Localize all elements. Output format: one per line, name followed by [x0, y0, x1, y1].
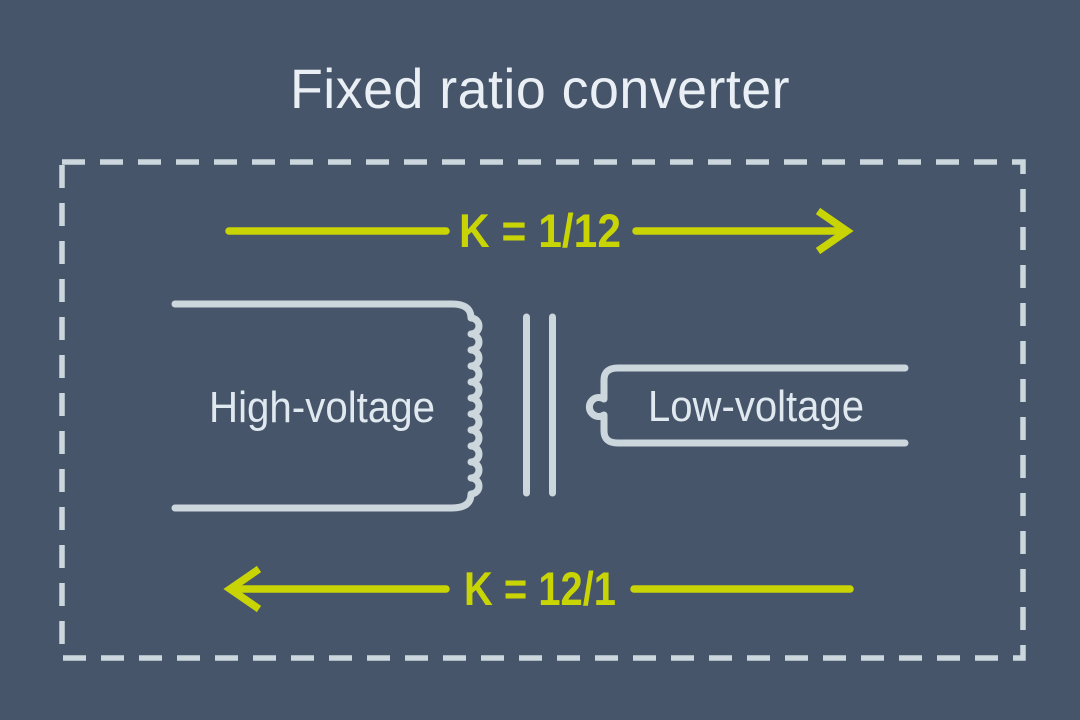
- bottom-arrow-label: K = 12/1: [464, 562, 616, 615]
- high-voltage-label: High-voltage: [209, 383, 435, 432]
- page-title: Fixed ratio converter: [290, 57, 790, 120]
- arrow-right-icon: [815, 207, 854, 255]
- top-arrow-label: K = 1/12: [459, 204, 621, 257]
- low-voltage-label: Low-voltage: [648, 382, 864, 431]
- low-voltage-winding: [585, 364, 909, 447]
- bottom-conversion-arrow: K = 12/1: [223, 562, 854, 615]
- arrow-left-icon: [223, 565, 262, 613]
- dashed-boundary: [59, 159, 1026, 661]
- top-conversion-arrow: K = 1/12: [225, 204, 854, 257]
- transformer-symbol: High-voltage Low-voltage: [171, 300, 909, 512]
- high-voltage-winding: [171, 300, 483, 512]
